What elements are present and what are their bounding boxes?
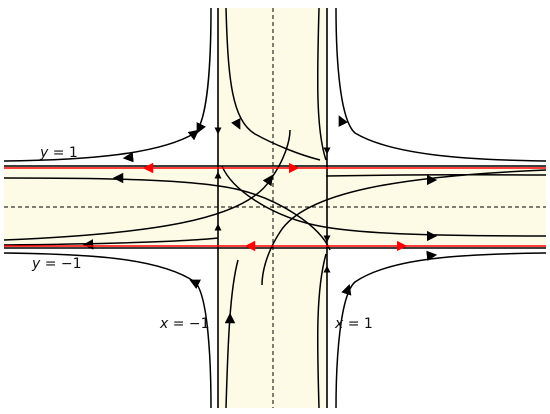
trajectory: [325, 174, 547, 177]
trajectory: [225, 7, 321, 161]
label-x-neg: x = −1: [159, 316, 210, 332]
traj-arrow: [189, 279, 202, 290]
traj-arrow: [262, 174, 273, 187]
shaded-regions: [4, 8, 546, 408]
trajectory: [335, 252, 547, 409]
trajectory: [316, 7, 327, 161]
label-x-pos: x = 1: [334, 316, 373, 332]
traj-arrow: [230, 117, 241, 130]
trajectory: [3, 237, 219, 246]
line-labels: y = 1 y = −1 x = −1 x = 1: [31, 145, 373, 332]
invariant-lines: [4, 8, 546, 408]
trajectory: [221, 165, 547, 237]
label-y-neg: y = −1: [31, 256, 82, 272]
axes: [4, 8, 546, 408]
trajectory: [316, 253, 327, 409]
traj-arrow: [338, 115, 349, 128]
trajectory: [3, 7, 212, 162]
traj-arrow: [341, 284, 352, 296]
trajectory: [3, 129, 291, 241]
trajectory: [335, 7, 547, 162]
traj-arrow: [196, 121, 207, 134]
trajectories: [3, 7, 547, 409]
trajectory: [261, 169, 547, 286]
red-lines: [4, 162, 546, 252]
label-y-pos: y = 1: [39, 145, 78, 161]
